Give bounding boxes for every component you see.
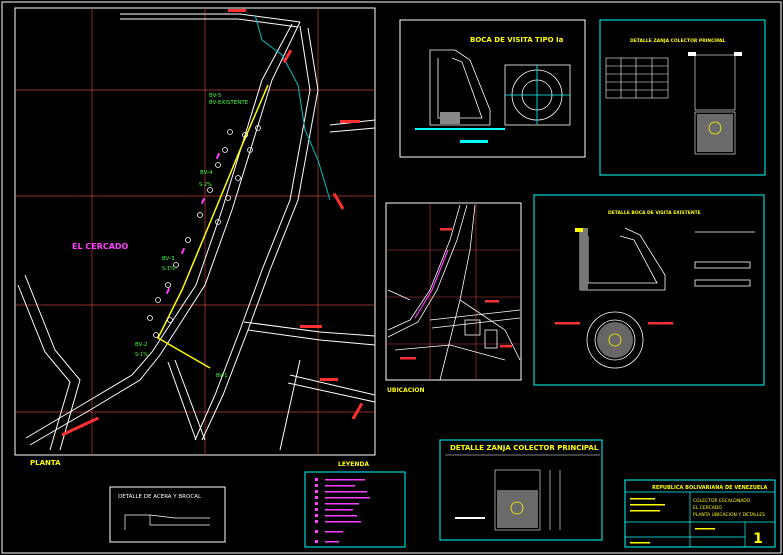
location-map: UBICACION xyxy=(385,202,522,394)
plan-title: PLANTA xyxy=(30,459,61,467)
trench-title: DETALLE ZANJA COLECTOR PRINCIPAL xyxy=(450,444,599,452)
existing-manhole-frame xyxy=(533,194,765,386)
manhole-type-detail: BOCA DE VISITA TIPO Ia xyxy=(399,19,586,158)
manhole-detail-title: BOCA DE VISITA TIPO Ia xyxy=(470,36,564,44)
legend: LEYENDA xyxy=(304,461,406,548)
title-project-3: PLANTA UBICACION Y DETALLES xyxy=(693,512,765,518)
collector-detail-title: DETALLE ZANJA COLECTOR PRINCIPAL xyxy=(630,38,725,44)
label-bv-existente: BV-EXISTENTE xyxy=(209,100,249,106)
sidewalk-detail: DETALLE DE ACERA Y BROCAL xyxy=(109,486,226,543)
label-bv1: BV-1 xyxy=(216,373,227,379)
existing-manhole-title: DETALLE BOCA DE VISITA EXISTENTE xyxy=(608,210,701,216)
title-country: REPUBLICA BOLIVARIANA DE VENEZUELA xyxy=(652,485,767,491)
manhole-markers xyxy=(147,125,261,338)
manhole-ticks xyxy=(165,152,221,295)
title-block-frame xyxy=(624,479,776,548)
label-bv2: BV-2 xyxy=(135,342,148,348)
location-title: UBICACION xyxy=(387,387,424,394)
sheet-number: 1 xyxy=(753,531,763,547)
legend-title: LEYENDA xyxy=(338,461,369,468)
area-label: EL CERCADO xyxy=(72,242,129,251)
existing-manhole-detail: DETALLE BOCA DE VISITA EXISTENTE xyxy=(533,194,765,386)
plan-streets xyxy=(17,13,376,451)
plan-grid xyxy=(15,8,375,455)
label-slope-a: S-2% xyxy=(199,182,212,188)
plan-view: EL CERCADO PLANTA BV-5 BV-EXISTENTE BV-4… xyxy=(14,7,376,467)
trench-detail: DETALLE ZANJA COLECTOR PRINCIPAL xyxy=(439,439,603,541)
collector-section-detail: DETALLE ZANJA COLECTOR PRINCIPAL xyxy=(599,19,766,176)
manhole-detail-frame xyxy=(399,19,586,158)
street-name-marks xyxy=(61,9,364,437)
sewer-collector xyxy=(157,84,269,369)
sidewalk-title: DETALLE DE ACERA Y BROCAL xyxy=(118,494,202,500)
plan-frame xyxy=(14,7,376,456)
label-bv4: BV-4 xyxy=(200,170,213,176)
trench-frame xyxy=(439,439,603,541)
legend-frame xyxy=(304,471,406,548)
label-slope-c: S-1% xyxy=(135,352,148,358)
sidewalk-frame xyxy=(109,486,226,543)
title-project-2: EL CERCADO xyxy=(693,505,722,511)
collector-detail-frame xyxy=(599,19,766,176)
label-bv3: BV-3 xyxy=(162,256,175,262)
title-block: REPUBLICA BOLIVARIANA DE VENEZUELA COLEC… xyxy=(624,479,776,548)
location-frame xyxy=(385,202,522,381)
title-project-1: COLECTOR ESCALONADO xyxy=(693,498,751,504)
label-slope-b: S-1% xyxy=(162,266,175,272)
label-bv5: BV-5 xyxy=(209,93,222,99)
river xyxy=(254,14,331,201)
